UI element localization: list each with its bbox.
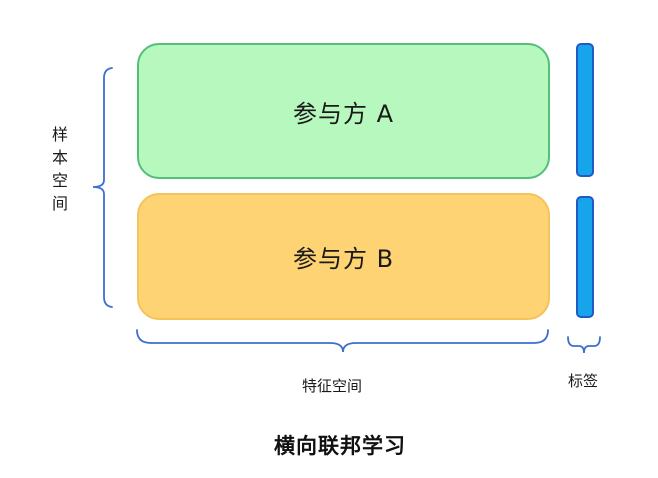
feature-space-label: 特征空间 (301, 377, 362, 395)
feature-space-brace (136, 329, 549, 353)
participant-b-label: 参与方 B (292, 245, 395, 273)
label-bar-participant-b (576, 196, 594, 318)
diagram-title: 横向联邦学习 (274, 434, 406, 458)
label-bar-participant-a (576, 43, 594, 177)
label-column-label: 标签 (567, 372, 598, 390)
participant-a-label: 参与方 A (292, 99, 395, 128)
sample-space-brace (92, 67, 113, 308)
participant-a-box: 参与方 A (137, 43, 550, 179)
sample-space-label: 样本空间 (49, 126, 68, 218)
label-brace (567, 336, 601, 354)
participant-b-box: 参与方 B (137, 193, 550, 320)
